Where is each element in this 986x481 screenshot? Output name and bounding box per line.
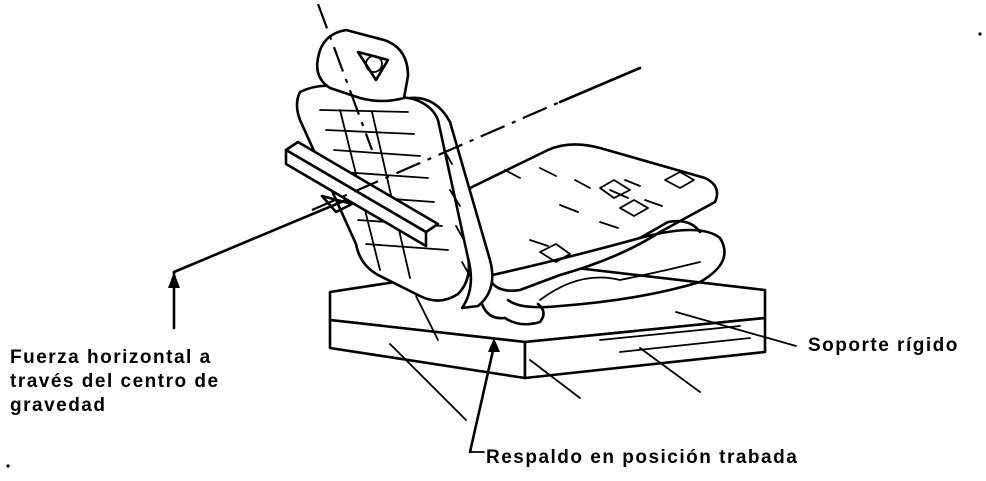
rigid-support-label: Soporte rígido [808, 335, 959, 356]
horizontal-force-line-3: gravedad [10, 395, 107, 416]
lock-leader [468, 338, 500, 454]
seat-cushion [468, 143, 726, 309]
centerline-vertical [316, 3, 374, 151]
force-leader [168, 198, 348, 330]
support-leader [675, 311, 797, 347]
backrest-locked-label: Respaldo en posición trabada [486, 447, 799, 468]
loading-bar [284, 140, 440, 248]
headrest [315, 28, 410, 103]
horizontal-force-line-1: Fuerza horizontal a [10, 347, 212, 368]
horizontal-force-line-2: través del centro de [10, 371, 220, 392]
force-direction-line [558, 66, 642, 104]
horizontal-force-label: Fuerza horizontal a través del centro de… [10, 346, 220, 418]
